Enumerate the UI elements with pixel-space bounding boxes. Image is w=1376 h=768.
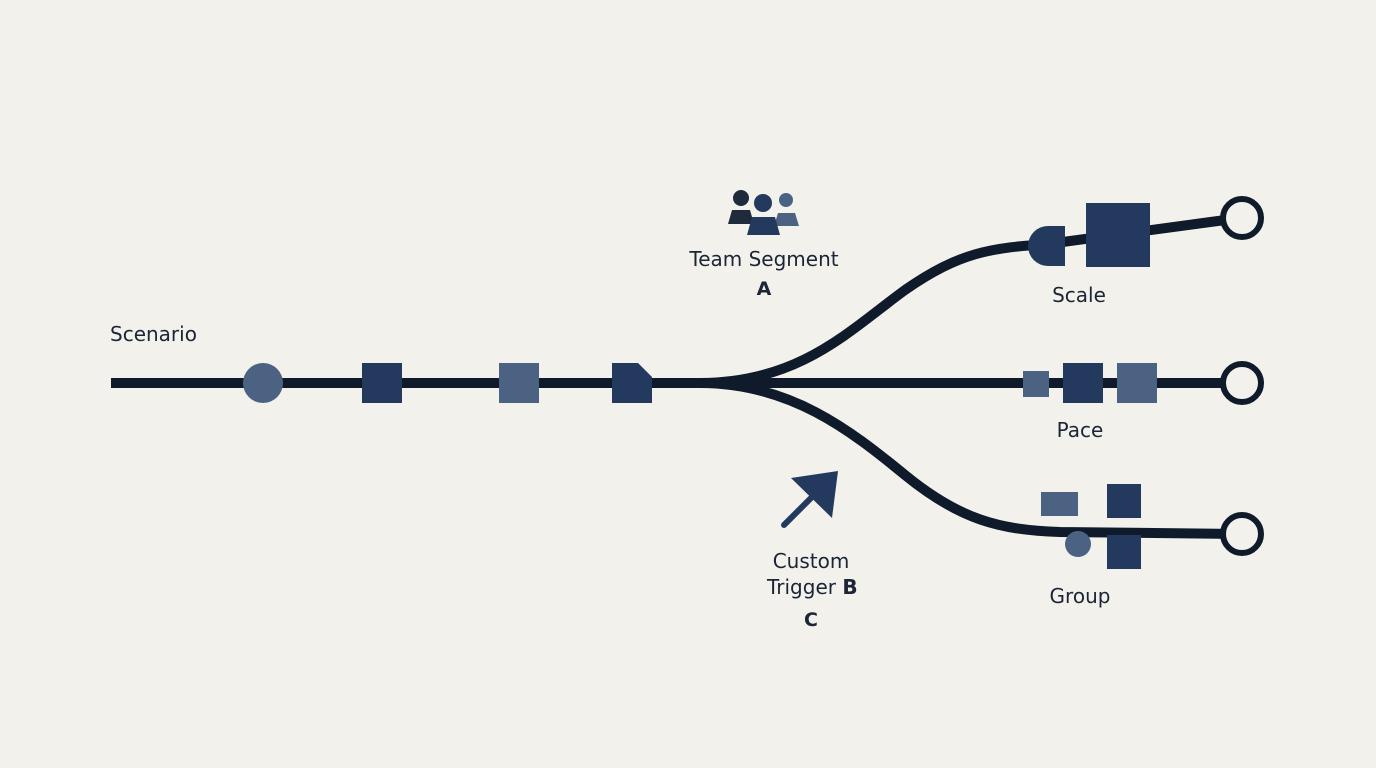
branch-middle-label: Pace [1056,418,1104,442]
arrow-up-right-icon [781,471,838,528]
custom-trigger-letter-b: B [842,575,858,599]
bottom-branch-node-square-bottom [1107,535,1141,569]
bottom-branch-endpoint [1220,512,1264,556]
team-segment-label: Team Segment [689,247,839,271]
custom-trigger-letter-c: C [804,609,818,631]
trunk-node-square-1 [362,363,402,403]
branch-top-track [695,213,1245,388]
bottom-branch-node-square-top [1107,484,1141,518]
branch-bottom-label: Group [1049,584,1111,608]
trunk-node-circle [243,363,283,403]
trunk-node-notched-square [612,363,652,403]
custom-trigger-word: Trigger [767,575,836,599]
team-segment-letter: A [756,278,772,300]
top-branch-node-large-square [1086,203,1150,267]
middle-branch-node-small-square [1023,371,1049,397]
scenario-label: Scenario [110,322,197,346]
middle-branch-endpoint [1220,361,1264,405]
custom-trigger-line2: Trigger B [767,575,858,599]
bottom-branch-node-wide-rect [1041,492,1078,516]
middle-branch-node-square-1 [1063,363,1103,403]
branch-bottom-track [695,378,1245,539]
trunk-node-square-2 [499,363,539,403]
custom-trigger-line1: Custom [772,549,850,573]
top-branch-node-half-round [1028,226,1065,266]
middle-branch-node-square-2 [1117,363,1157,403]
top-branch-endpoint [1220,196,1264,240]
people-group-icon [728,190,799,235]
bottom-branch-node-circle [1065,531,1091,557]
branch-top-label: Scale [1052,283,1106,307]
